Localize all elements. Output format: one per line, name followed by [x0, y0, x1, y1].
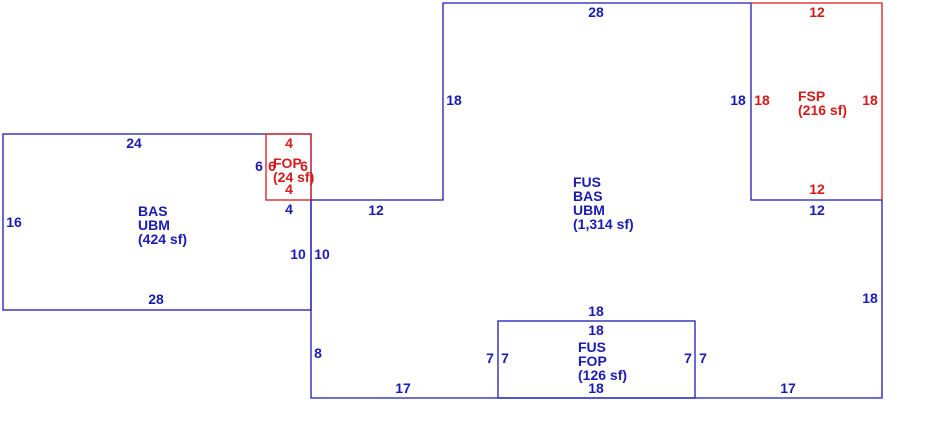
dim-notch-top-outer: 18	[588, 303, 604, 319]
bas-left-label-1: BAS	[138, 203, 168, 219]
dim-fop-top: 4	[285, 135, 293, 151]
fus-fop-label-2: FOP	[578, 353, 607, 369]
dim-fsp-left-blue: 18	[730, 92, 746, 108]
fus-main-label-4: (1,314 sf)	[573, 216, 634, 232]
dim-notch-left-outer: 7	[486, 350, 494, 366]
dim-main-left-lower: 10	[314, 246, 330, 262]
dim-main-upper-left: 18	[446, 92, 462, 108]
fop-small-label-1: FOP	[273, 155, 302, 171]
fus-fop-label-3: (126 sf)	[578, 367, 627, 383]
dim-step-under-fop: 4	[285, 201, 293, 217]
dim-notch-left-inner: 7	[501, 350, 509, 366]
dim-left-right-lower: 10	[290, 246, 306, 262]
dim-step-top: 12	[368, 202, 384, 218]
dim-fsp-bottom-blue: 12	[809, 202, 825, 218]
fsp-outline	[751, 2, 883, 200]
dim-left-bottom: 28	[148, 291, 164, 307]
dim-fsp-bottom-red: 12	[809, 181, 825, 197]
dim-main-top: 28	[588, 4, 604, 20]
dim-fop-blue-left: 6	[255, 158, 263, 174]
dim-notch-bottom: 18	[588, 380, 604, 396]
fus-main-label-1: FUS	[573, 174, 601, 190]
bas-left-label-2: UBM	[138, 217, 170, 233]
fop-small-outline	[265, 133, 312, 201]
dim-bottom-left: 17	[395, 380, 411, 396]
bas-left-label-3: (424 sf)	[138, 231, 187, 247]
blue-outlines	[2, 2, 883, 399]
fus-fop-outline	[497, 320, 696, 399]
dim-fop-bottom: 4	[285, 181, 293, 197]
fus-main-label-2: BAS	[573, 188, 603, 204]
dim-fop-left: 6	[268, 158, 276, 174]
dim-fsp-top: 12	[809, 4, 825, 20]
dim-fsp-right: 18	[862, 92, 878, 108]
fus-main-label-3: UBM	[573, 202, 605, 218]
fsp-label-1: FSP	[798, 88, 825, 104]
fop-small-label-2: (24 sf)	[273, 169, 314, 185]
dim-notch-right-outer: 7	[699, 350, 707, 366]
dim-main-left-bottom: 8	[314, 345, 322, 361]
dim-notch-top-inner: 18	[588, 322, 604, 338]
dim-bottom-right: 17	[780, 380, 796, 396]
fus-fop-label-1: FUS	[578, 339, 606, 355]
dim-main-right-lower: 18	[862, 290, 878, 306]
dim-fop-right: 6	[300, 158, 308, 174]
dim-notch-right-inner: 7	[684, 350, 692, 366]
dim-left-top: 24	[126, 135, 142, 151]
dim-left-side: 16	[6, 214, 22, 230]
fsp-label-2: (216 sf)	[798, 102, 847, 118]
red-outlines	[265, 2, 883, 201]
dim-fsp-left-red: 18	[754, 92, 770, 108]
